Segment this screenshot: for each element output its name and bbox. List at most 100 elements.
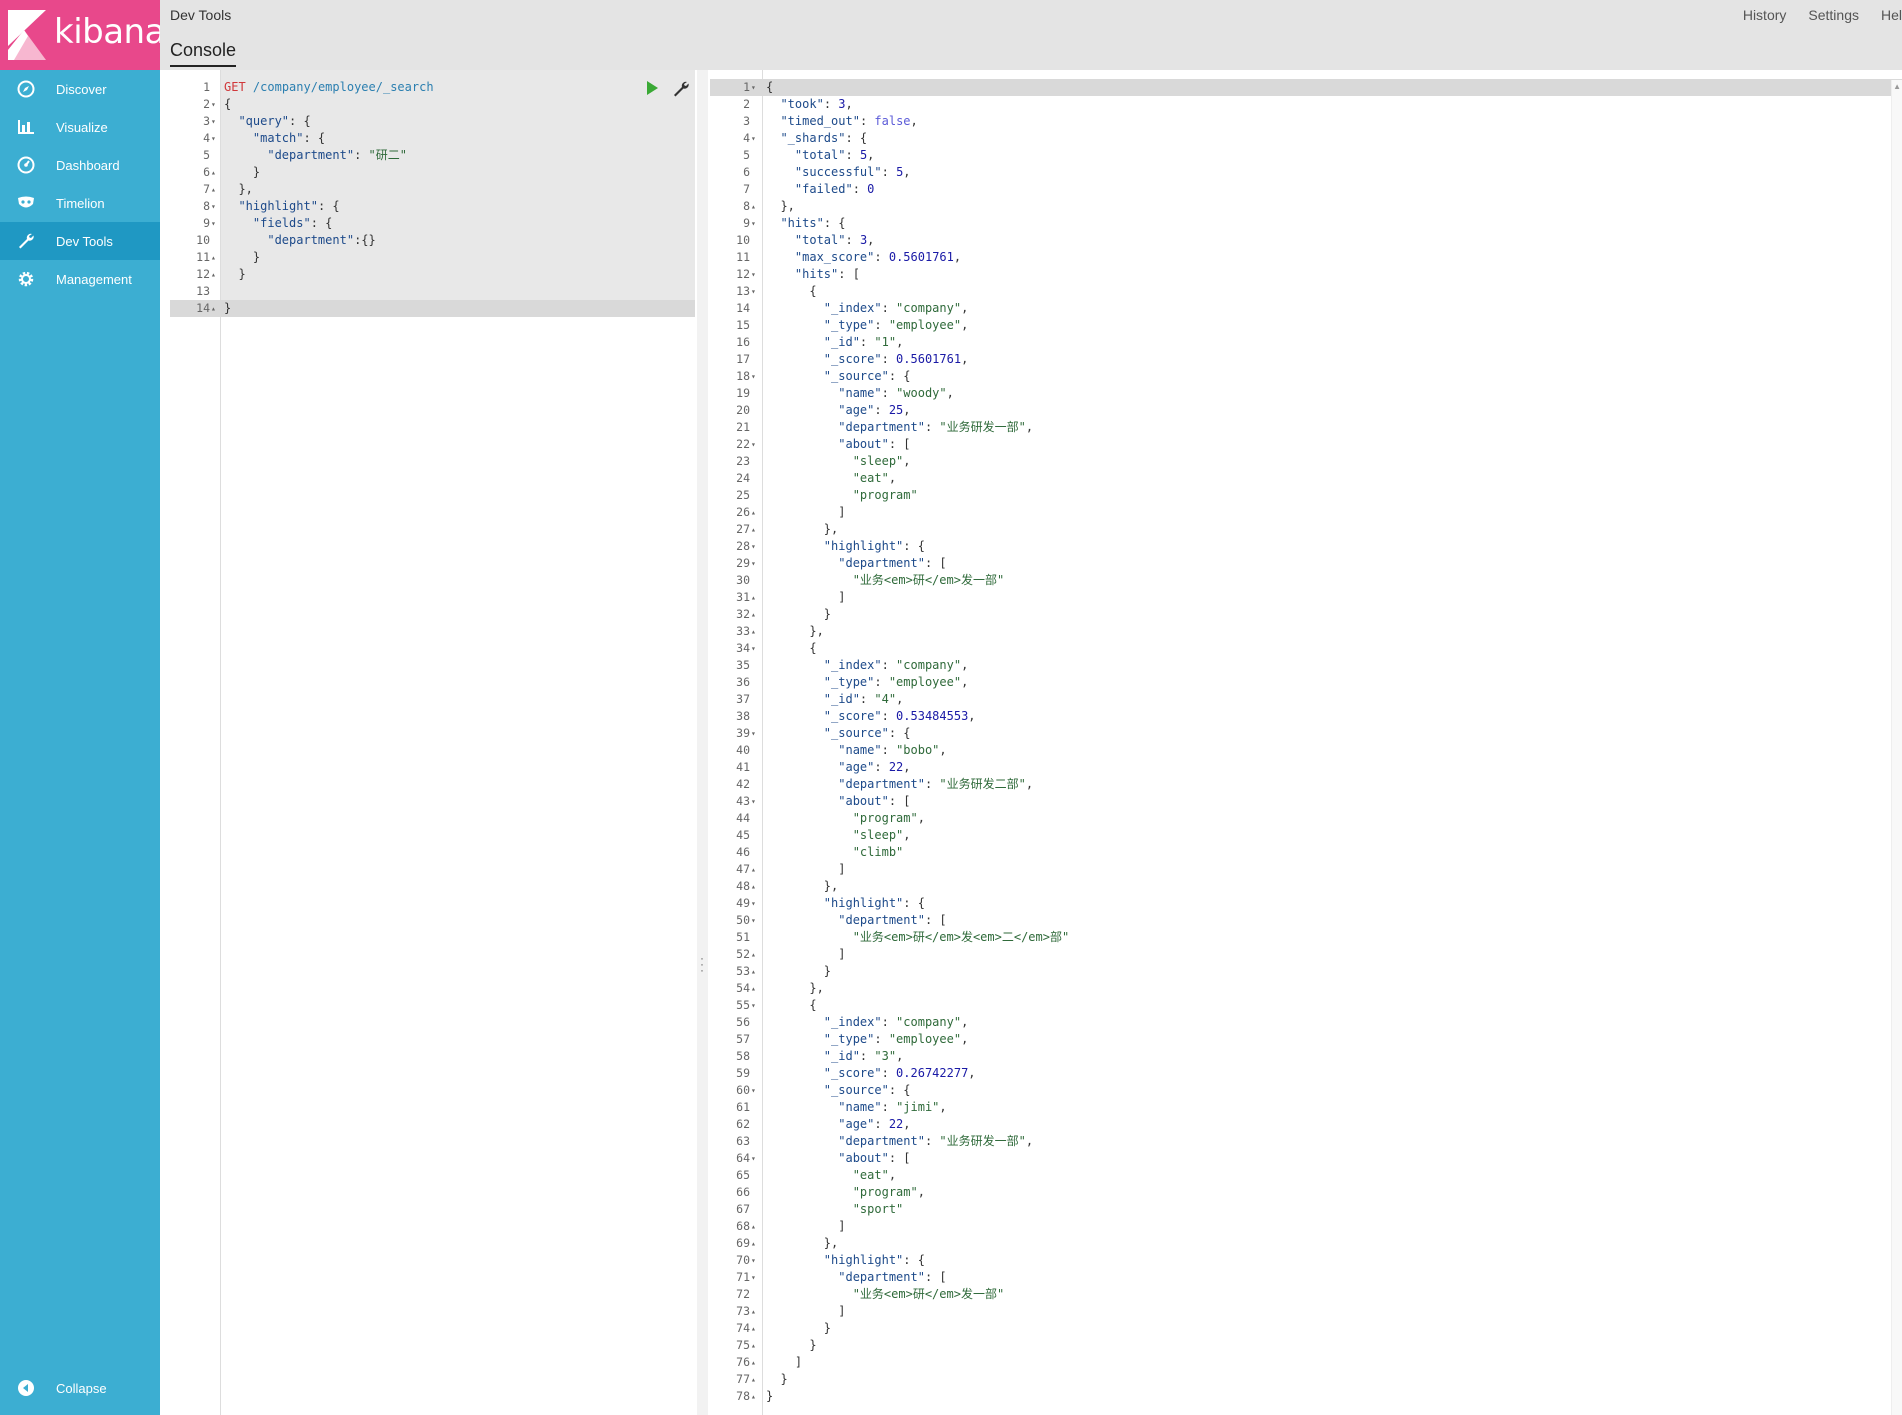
code-text: "timed_out": false, [780, 114, 918, 128]
code-text: "about": [ [838, 1151, 911, 1165]
app-title: Dev Tools [170, 7, 232, 23]
sidebar-item-label: Discover [56, 81, 107, 97]
sidebar-item-label: Management [56, 271, 132, 287]
fold-toggle-icon[interactable]: ▴ [751, 1392, 756, 1401]
response-line: 6 "successful": 5, [710, 164, 1902, 181]
fold-toggle-icon[interactable]: ▾ [751, 270, 756, 279]
fold-toggle-icon[interactable]: ▾ [211, 219, 216, 228]
line-number: 10 [736, 233, 750, 247]
fold-toggle-icon[interactable]: ▴ [211, 168, 216, 177]
fold-toggle-icon[interactable]: ▴ [751, 984, 756, 993]
fold-toggle-icon[interactable]: ▾ [751, 287, 756, 296]
line-number: 57 [736, 1032, 750, 1046]
fold-toggle-icon[interactable]: ▴ [751, 1358, 756, 1367]
line-number: 77 [736, 1372, 750, 1386]
fold-toggle-icon[interactable]: ▴ [751, 525, 756, 534]
line-number: 65 [736, 1168, 750, 1182]
fold-toggle-icon[interactable]: ▴ [751, 1324, 756, 1333]
kibana-logo[interactable]: kibana [0, 0, 165, 70]
wrench-icon[interactable] [672, 80, 690, 98]
settings-link[interactable]: Settings [1808, 7, 1859, 23]
response-scrollbar[interactable] [1891, 80, 1902, 1415]
fold-toggle-icon[interactable]: ▾ [751, 1256, 756, 1265]
fold-toggle-icon[interactable]: ▾ [751, 83, 756, 92]
line-number: 29 [736, 556, 750, 570]
fold-toggle-icon[interactable]: ▴ [751, 627, 756, 636]
fold-toggle-icon[interactable]: ▾ [751, 899, 756, 908]
sidebar-item-dashboard[interactable]: Dashboard [0, 146, 160, 184]
fold-toggle-icon[interactable]: ▾ [751, 542, 756, 551]
fold-toggle-icon[interactable]: ▴ [751, 865, 756, 874]
response-line: 73▴ ] [710, 1303, 1902, 1320]
code-text: } [224, 165, 261, 179]
fold-toggle-icon[interactable]: ▾ [751, 372, 756, 381]
fold-toggle-icon[interactable]: ▴ [751, 1307, 756, 1316]
sidebar-item-discover[interactable]: Discover [0, 70, 160, 108]
fold-toggle-icon[interactable]: ▾ [751, 219, 756, 228]
line-number: 46 [736, 845, 750, 859]
splitter-handle-icon[interactable]: ··· [700, 951, 704, 977]
response-output[interactable]: 1▾{2 "took": 3,3 "timed_out": false,4▾ "… [710, 70, 1902, 1415]
fold-toggle-icon[interactable]: ▴ [751, 882, 756, 891]
fold-toggle-icon[interactable]: ▾ [751, 134, 756, 143]
fold-toggle-icon[interactable]: ▴ [211, 185, 216, 194]
fold-toggle-icon[interactable]: ▾ [211, 117, 216, 126]
fold-toggle-icon[interactable]: ▾ [211, 134, 216, 143]
line-number: 50 [736, 913, 750, 927]
sidebar-item-dev-tools[interactable]: Dev Tools [0, 222, 160, 260]
fold-toggle-icon[interactable]: ▴ [751, 1341, 756, 1350]
line-number: 10 [196, 233, 210, 247]
bar-chart-icon [16, 117, 36, 137]
fold-toggle-icon[interactable]: ▾ [751, 916, 756, 925]
response-line: 5 "total": 5, [710, 147, 1902, 164]
fold-toggle-icon[interactable]: ▾ [211, 100, 216, 109]
code-text: "successful": 5, [794, 165, 911, 179]
sidebar-item-timelion[interactable]: Timelion [0, 184, 160, 222]
fold-toggle-icon[interactable]: ▴ [751, 1375, 756, 1384]
sidebar-nav: Discover Visualize Dashboard Timelion De… [0, 70, 160, 298]
fold-toggle-icon[interactable]: ▾ [751, 1086, 756, 1095]
fold-toggle-icon[interactable]: ▴ [751, 967, 756, 976]
scroll-up-icon[interactable]: ▲ [1893, 82, 1901, 91]
fold-toggle-icon[interactable]: ▴ [751, 202, 756, 211]
line-number: 43 [736, 794, 750, 808]
code-text: "_shards": { [780, 131, 868, 145]
fold-toggle-icon[interactable]: ▴ [211, 253, 216, 262]
sidebar-item-label: Dashboard [56, 157, 120, 173]
fold-toggle-icon[interactable]: ▴ [751, 1239, 756, 1248]
pane-splitter[interactable] [697, 70, 708, 1415]
fold-toggle-icon[interactable]: ▾ [211, 202, 216, 211]
fold-toggle-icon[interactable]: ▴ [751, 1222, 756, 1231]
fold-toggle-icon[interactable]: ▾ [751, 1273, 756, 1282]
sidebar-item-visualize[interactable]: Visualize [0, 108, 160, 146]
help-link[interactable]: Hel [1880, 7, 1902, 23]
line-number: 31 [736, 590, 750, 604]
code-text: } [766, 1372, 788, 1386]
fold-toggle-icon[interactable]: ▾ [751, 797, 756, 806]
collapse-button[interactable]: Collapse [0, 1373, 160, 1403]
fold-toggle-icon[interactable]: ▾ [751, 559, 756, 568]
sidebar-item-management[interactable]: Management [0, 260, 160, 298]
code-text: "department": "业务研发一部", [838, 420, 1034, 434]
fold-toggle-icon[interactable]: ▾ [751, 1154, 756, 1163]
fold-toggle-icon[interactable]: ▴ [211, 270, 216, 279]
fold-toggle-icon[interactable]: ▴ [751, 593, 756, 602]
fold-toggle-icon[interactable]: ▴ [751, 610, 756, 619]
fold-toggle-icon[interactable]: ▴ [211, 304, 216, 313]
code-text: "sport" [852, 1202, 904, 1216]
history-link[interactable]: History [1742, 7, 1787, 23]
fold-toggle-icon[interactable]: ▾ [751, 729, 756, 738]
code-text: GET /company/employee/_search [224, 79, 434, 96]
fold-toggle-icon[interactable]: ▾ [751, 644, 756, 653]
fold-toggle-icon[interactable]: ▾ [751, 440, 756, 449]
code-text: } [766, 1389, 774, 1403]
request-path: /company/employee/_search [252, 80, 434, 94]
fold-toggle-icon[interactable]: ▴ [751, 950, 756, 959]
tab-console[interactable]: Console [170, 40, 237, 67]
run-request-button[interactable] [647, 81, 658, 95]
fold-toggle-icon[interactable]: ▴ [751, 508, 756, 517]
fold-toggle-icon[interactable]: ▾ [751, 1001, 756, 1010]
request-line: 5 "department": "研二" [170, 147, 695, 164]
